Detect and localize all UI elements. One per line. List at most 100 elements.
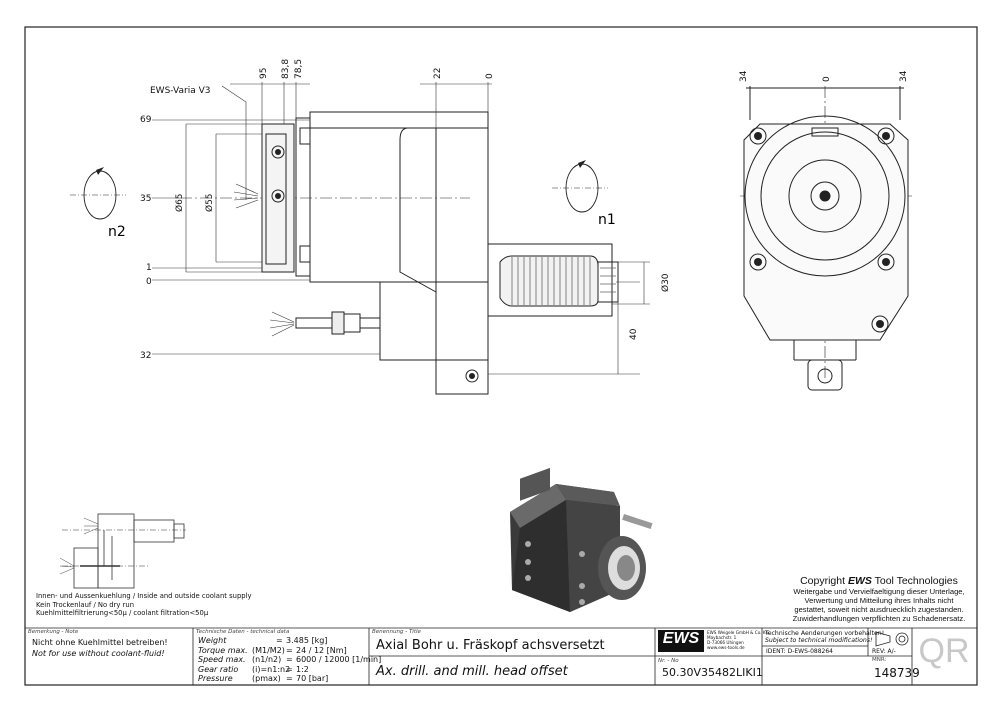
note-filtration: Kuehlmittelfiltrierung<50µ / coolant fil… bbox=[36, 609, 209, 618]
copyright-title: Copyright EWS Tool Technologies bbox=[786, 575, 972, 587]
copyright-line: Verwertung und Mitteilung ihres Inhalts … bbox=[804, 596, 954, 605]
tech-label: Weight bbox=[198, 636, 227, 645]
end-view-bolts bbox=[749, 127, 895, 384]
projection-symbol-icon bbox=[875, 631, 909, 647]
title-german: Axial Bohr u. Fräskopf achsversetzt bbox=[376, 638, 605, 653]
schematic-spray-icon bbox=[59, 517, 99, 575]
dim-22: 22 bbox=[433, 68, 443, 79]
tech-symbol: (M1/M2) bbox=[252, 645, 285, 655]
dim-69: 69 bbox=[140, 115, 152, 125]
note-english: Not for use without coolant-fluid! bbox=[32, 649, 165, 658]
dim-35: 35 bbox=[140, 194, 151, 204]
tech-row: Pressure (pmax) =70 [bar] bbox=[198, 674, 381, 684]
tech-value: 6000 / 12000 [1/min] bbox=[296, 655, 382, 665]
dim-1: 1 bbox=[146, 263, 152, 273]
dim-dia-65: Ø65 bbox=[174, 193, 185, 212]
tech-symbol: (n1/n2) bbox=[252, 655, 282, 665]
dim-dia-55: Ø55 bbox=[204, 193, 215, 212]
note-dry-run: Kein Trockenlauf / No dry run bbox=[36, 600, 135, 609]
top-dimension-values: 95 83,8 78,5 22 0 bbox=[259, 59, 495, 79]
note-coolant: Innen- und Aussenkuehlung / Inside and o… bbox=[36, 592, 252, 600]
tech-symbol: (pmax) bbox=[252, 674, 281, 684]
arrowhead-icon bbox=[578, 160, 586, 168]
copyright-prefix: Copyright bbox=[800, 575, 848, 587]
spindle-knurl bbox=[511, 257, 616, 305]
tech-row: Speed max. (n1/n2) =6000 / 12000 [1/min] bbox=[198, 655, 381, 665]
revision: REV: A/- bbox=[872, 648, 896, 655]
company-address: EWS Weigele GmbH & Co. KG Maybachstr. 1 … bbox=[707, 630, 769, 650]
change-notice: Technische Aenderungen vorbehalten! Subj… bbox=[765, 630, 884, 645]
logo-subtitle: Tool Technologies bbox=[658, 646, 702, 652]
tech-value: 1:2 bbox=[296, 664, 309, 674]
tech-row: Torque max. (M1/M2)=24 / 12 [Nm] bbox=[198, 646, 381, 656]
rotation-label-n2: n2 bbox=[108, 224, 126, 240]
change-english: Subject to technical modifications! bbox=[765, 637, 873, 645]
tech-label: Pressure bbox=[198, 674, 233, 684]
tech-value: 24 / 12 [Nm] bbox=[296, 645, 347, 655]
logo-text: EWS bbox=[662, 630, 700, 647]
note-german: Nicht ohne Kuehlmittel betreiben! bbox=[32, 638, 168, 647]
dim-0-end: 0 bbox=[822, 76, 832, 82]
arrowhead-icon bbox=[96, 167, 104, 175]
dim-95: 95 bbox=[259, 68, 269, 79]
tech-eq: = bbox=[286, 645, 293, 655]
flange-bolts bbox=[271, 145, 479, 383]
copyright-line: Zuwiderhandlungen verpflichten zu Schade… bbox=[792, 614, 966, 623]
dim-34-left: 34 bbox=[739, 70, 749, 82]
copyright-brand: EWS bbox=[847, 575, 872, 587]
sheet-border bbox=[24, 26, 978, 686]
tech-symbol: (i)=n1:n2 bbox=[252, 664, 291, 674]
copyright-line: Weitergabe und Vervielfaeltigung dieser … bbox=[793, 587, 965, 596]
title-block-grid bbox=[25, 627, 977, 685]
ews-logo: EWS bbox=[658, 630, 704, 652]
tech-data-table: Weight=3.485 [kg] Torque max.(M1/M2)=24 … bbox=[198, 636, 381, 684]
dim-0-left: 0 bbox=[146, 277, 152, 287]
tech-row: Gear ratio (i)=n1:n2=1:2 bbox=[198, 665, 381, 675]
end-view bbox=[740, 86, 912, 391]
tech-eq: = bbox=[286, 664, 293, 674]
dim-83-8: 83,8 bbox=[281, 59, 291, 79]
dim-0-top: 0 bbox=[485, 73, 495, 79]
company-line: D-73066 Uhingen bbox=[707, 640, 744, 645]
dim-34-right: 34 bbox=[899, 70, 909, 82]
ident-number: IDENT: D-EWS-088264 bbox=[766, 648, 833, 655]
title-english: Ax. drill. and mill. head offset bbox=[376, 664, 568, 679]
copyright-block: Copyright EWS Tool Technologies Weiterga… bbox=[786, 575, 972, 623]
coolant-notes: Innen- und Aussenkuehlung / Inside and o… bbox=[36, 592, 252, 618]
company-line: Maybachstr. 1 bbox=[707, 635, 737, 640]
tech-label: Torque max. bbox=[198, 645, 248, 655]
company-line: EWS Weigele GmbH & Co. KG bbox=[707, 630, 769, 635]
dim-78-5: 78,5 bbox=[294, 59, 304, 79]
tech-label: Speed max. bbox=[198, 655, 246, 665]
dim-dia-30: Ø30 bbox=[660, 273, 671, 292]
rotation-arrow-icon bbox=[70, 163, 608, 220]
tech-eq: = bbox=[286, 674, 293, 684]
isometric-render bbox=[510, 467, 653, 612]
end-view-dimension-values: 34 0 34 bbox=[739, 70, 909, 82]
copyright-suffix: Tool Technologies bbox=[871, 575, 958, 587]
tech-eq: = bbox=[286, 655, 293, 665]
copyright-line: gestattet, soweit nicht ausdruecklich zu… bbox=[794, 605, 964, 614]
side-view bbox=[180, 111, 619, 395]
mnr-number: 148739 bbox=[874, 666, 920, 680]
mnr-header: MNR: bbox=[872, 657, 887, 663]
tech-label: Gear ratio bbox=[198, 664, 239, 674]
company-line: www.ews-tools.de bbox=[707, 645, 745, 650]
part-number: 50.30V35482LIKI1 bbox=[662, 666, 763, 679]
tech-header: Technische Daten - technical data bbox=[196, 629, 290, 635]
change-german: Technische Aenderungen vorbehalten! bbox=[765, 630, 885, 637]
tech-value: 70 [bar] bbox=[296, 674, 329, 684]
dim-32: 32 bbox=[140, 351, 151, 361]
left-dimension-values: 69 35 1 0 32 Ø65 Ø55 Ø30 40 bbox=[140, 115, 671, 361]
tech-row: Weight=3.485 [kg] bbox=[198, 636, 381, 646]
side-dimension-lines bbox=[152, 82, 650, 375]
name-header: Benennung - Title bbox=[372, 629, 421, 635]
part-label: EWS-Varia V3 bbox=[150, 86, 210, 96]
coolant-schematic bbox=[62, 513, 186, 589]
tech-eq: = bbox=[276, 636, 283, 645]
dim-40: 40 bbox=[629, 328, 639, 340]
qr-code-placeholder: QR bbox=[918, 632, 970, 670]
note-header: Bemerkung - Note bbox=[28, 629, 79, 635]
